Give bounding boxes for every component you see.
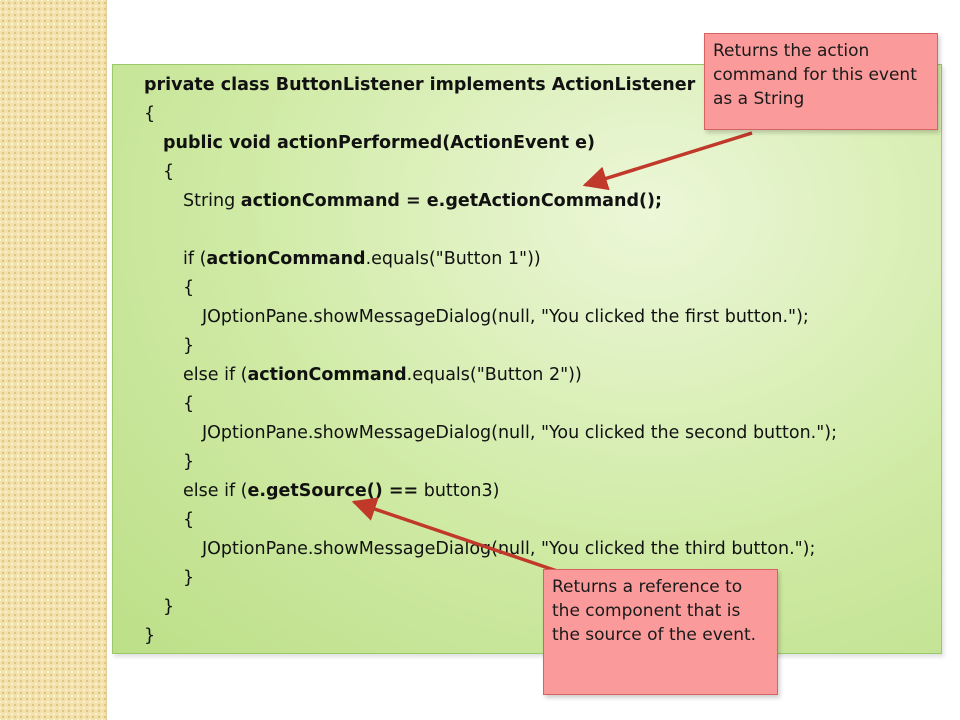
code-text: { xyxy=(183,510,195,530)
code-text: { xyxy=(183,278,195,298)
code-text: } xyxy=(163,597,175,617)
code-text: actionCommand xyxy=(247,365,407,385)
code-line-close-brace: } xyxy=(183,566,194,590)
code-text: { xyxy=(163,162,175,182)
decorative-side-strip xyxy=(0,0,107,720)
code-text: } xyxy=(183,568,195,588)
code-line-close-brace: } xyxy=(163,595,174,619)
code-line-dialog-second: JOptionPane.showMessageDialog(null, "You… xyxy=(202,421,837,445)
code-line-open-brace: { xyxy=(163,160,174,184)
code-line-get-action-command: String actionCommand = e.getActionComman… xyxy=(183,189,662,213)
code-text: .equals("Button 2")) xyxy=(406,365,582,385)
code-text: if ( xyxy=(183,249,207,269)
code-text: JOptionPane.showMessageDialog(null, "You… xyxy=(202,423,838,443)
callout-action-command: Returns the action command for this even… xyxy=(704,33,938,130)
code-line-if-button-1: if (actionCommand.equals("Button 1")) xyxy=(183,247,541,271)
code-text: e.getSource() == xyxy=(247,481,419,501)
code-text: actionCommand = e.getActionCommand(); xyxy=(240,191,662,211)
code-line-open-brace: { xyxy=(183,392,194,416)
code-line-else-if-button-2: else if (actionCommand.equals("Button 2"… xyxy=(183,363,582,387)
code-line-close-brace: } xyxy=(183,450,194,474)
code-line-method-declaration: public void actionPerformed(ActionEvent … xyxy=(163,131,595,155)
code-text: .equals("Button 1")) xyxy=(365,249,541,269)
code-line-close-brace: } xyxy=(183,334,194,358)
code-line-dialog-first: JOptionPane.showMessageDialog(null, "You… xyxy=(202,305,809,329)
code-line-close-brace: } xyxy=(144,624,155,648)
code-line-open-brace: { xyxy=(183,276,194,300)
code-text: { xyxy=(183,394,195,414)
code-text: public void actionPerformed(ActionEvent … xyxy=(163,133,596,153)
code-text: else if ( xyxy=(183,365,248,385)
code-line-class-declaration: private class ButtonListener implements … xyxy=(144,73,695,97)
code-text: private class ButtonListener implements … xyxy=(144,75,696,95)
code-text: String xyxy=(183,191,241,211)
code-text: } xyxy=(183,452,195,472)
callout-get-source: Returns a reference to the component tha… xyxy=(543,569,778,695)
code-text: actionCommand xyxy=(206,249,366,269)
code-line-else-if-source: else if (e.getSource() == button3) xyxy=(183,479,499,503)
code-text: button3) xyxy=(418,481,500,501)
code-text: else if ( xyxy=(183,481,248,501)
code-text: JOptionPane.showMessageDialog(null, "You… xyxy=(202,539,816,559)
code-text: JOptionPane.showMessageDialog(null, "You… xyxy=(202,307,809,327)
code-line-open-brace: { xyxy=(183,508,194,532)
code-block: private class ButtonListener implements … xyxy=(112,64,942,654)
code-text: } xyxy=(183,336,195,356)
code-line-open-brace: { xyxy=(144,102,155,126)
code-text: } xyxy=(144,626,156,646)
code-line-dialog-third: JOptionPane.showMessageDialog(null, "You… xyxy=(202,537,815,561)
code-text: { xyxy=(144,104,156,124)
